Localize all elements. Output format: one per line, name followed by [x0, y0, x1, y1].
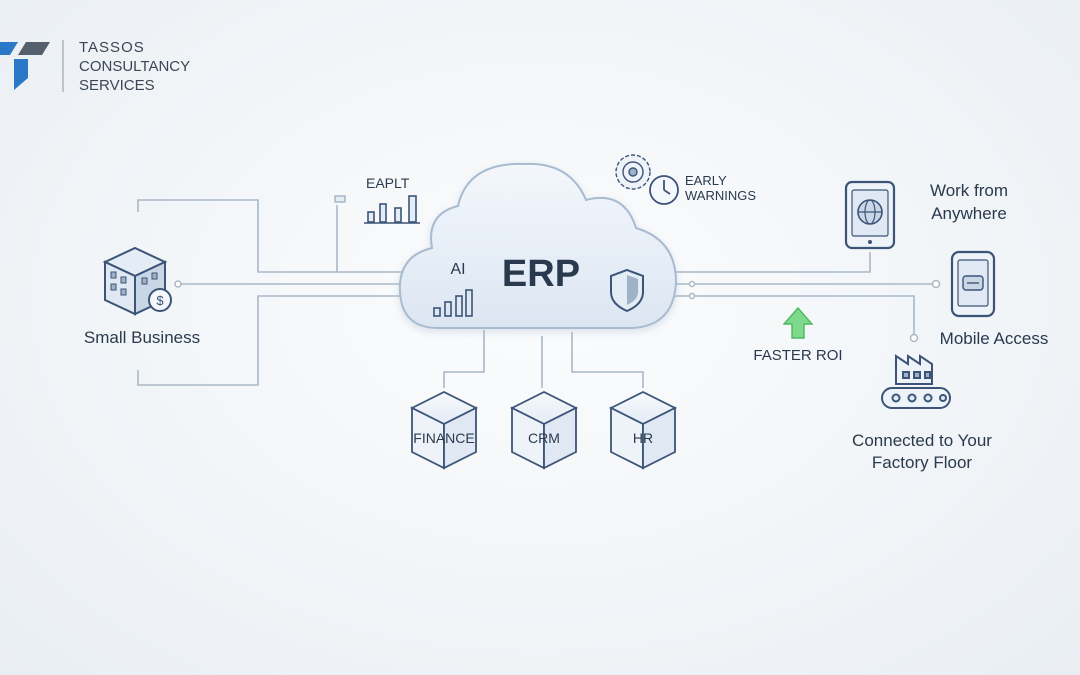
- brand-line-1: TASSOS: [79, 39, 145, 56]
- eaplt-label: EAPLT: [366, 175, 410, 191]
- erp-cloud: ERP AI: [398, 162, 678, 329]
- gear-brain-icon: [615, 154, 651, 190]
- module-label: CRM: [528, 430, 560, 446]
- module-label: HR: [633, 430, 653, 446]
- early-warnings-line-1: EARLY: [685, 173, 727, 188]
- brand-line-3: SERVICES: [79, 77, 155, 94]
- mobile-access-label: Mobile Access: [940, 329, 1049, 348]
- factory-line-1: Connected to Your: [852, 431, 992, 450]
- eaplt-node: EAPLT: [334, 175, 420, 224]
- work-anywhere-line-1: Work from: [930, 181, 1008, 200]
- factory-line-2: Factory Floor: [872, 453, 972, 472]
- module-finance: FINANCE: [409, 390, 479, 470]
- early-warnings-node: EARLY WARNINGS: [615, 154, 756, 205]
- shield-icon: [610, 268, 644, 313]
- factory-conveyor-icon: [881, 354, 951, 409]
- cube-icon: [608, 390, 678, 470]
- svg-text:$: $: [156, 293, 164, 308]
- brand-line-2: CONSULTANCY: [79, 58, 190, 75]
- ai-bar-chart-icon: [433, 289, 473, 317]
- cube-icon: [509, 390, 579, 470]
- module-label: FINANCE: [413, 430, 474, 446]
- work-anywhere-node: Work from Anywhere: [844, 180, 1008, 250]
- early-warnings-line-2: WARNINGS: [685, 188, 756, 203]
- bar-chart-icon: [364, 195, 420, 224]
- building-dollar-icon: $: [102, 246, 172, 316]
- clock-icon: [649, 175, 679, 205]
- faster-roi-label: FASTER ROI: [753, 347, 842, 364]
- connector-lines: [137, 199, 936, 388]
- ai-label: AI: [450, 261, 465, 278]
- module-crm: CRM: [509, 390, 579, 470]
- small-business-label: Small Business: [84, 328, 200, 347]
- logo-mark-icon: [0, 42, 50, 90]
- work-anywhere-line-2: Anywhere: [931, 204, 1007, 223]
- mobile-access-node: Mobile Access: [940, 250, 1049, 348]
- connector-nodes: [174, 279, 941, 343]
- company-logo: TASSOS CONSULTANCY SERVICES: [0, 39, 190, 94]
- smartphone-icon: [950, 250, 996, 318]
- erp-title: ERP: [502, 253, 580, 295]
- tablet-globe-icon: [844, 180, 896, 250]
- up-arrow-icon: [782, 306, 814, 339]
- cube-icon: [409, 390, 479, 470]
- small-business-node: $ Small Business: [84, 246, 200, 347]
- module-hr: HR: [608, 390, 678, 470]
- flag-icon: [334, 195, 346, 203]
- factory-node: Connected to Your Factory Floor: [852, 354, 992, 472]
- faster-roi-node: FASTER ROI: [753, 306, 843, 364]
